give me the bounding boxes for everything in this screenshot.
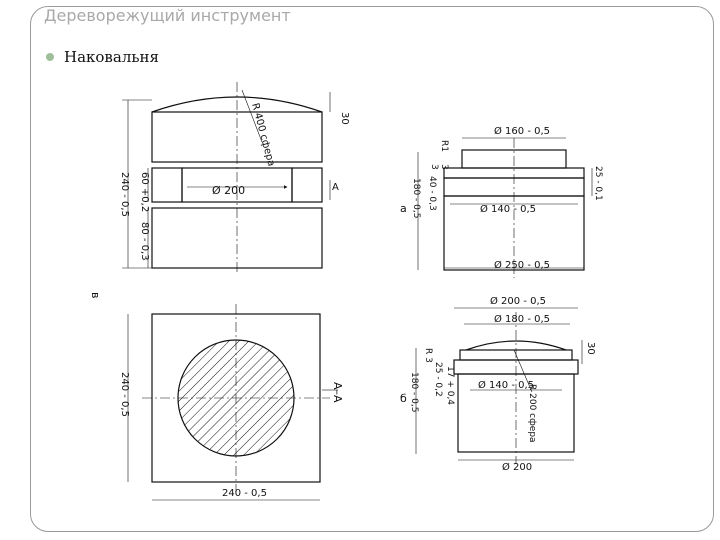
dim-d180: Ø 180 - 0,5 <box>494 313 550 325</box>
slide-frame <box>30 6 714 532</box>
dim-3b: 3 <box>439 164 449 170</box>
dim-240-side: 240 - 0,5 <box>119 372 130 417</box>
view-letter-b: б <box>400 392 407 405</box>
dim-25: 25 - 0,1 <box>593 166 603 201</box>
dim-d200-top: Ø 200 - 0,5 <box>490 295 546 307</box>
slide-title: Дереворежущий инструмент <box>44 6 291 25</box>
dim-d140-bot: Ø 140 - 0,5 <box>478 379 534 391</box>
section-label-aa: A–A <box>331 382 344 403</box>
view-letter-a: а <box>400 202 407 215</box>
section-mark-a: A <box>332 182 339 193</box>
dim-d250: Ø 250 - 0,5 <box>494 259 550 271</box>
dim-180-bot: 180 - 0,5 <box>409 372 419 412</box>
dim-40: 40 - 0,3 <box>427 176 437 211</box>
dim-d200-bot: Ø 200 <box>502 461 532 473</box>
dim-25-b: 25 - 0,2 <box>433 362 443 397</box>
dim-80-a: 80 - 0,3 <box>139 222 150 261</box>
bullet-dot-icon <box>46 53 54 61</box>
dim-d140-top: Ø 140 - 0,5 <box>480 203 536 215</box>
dim-30-b: 30 <box>585 342 596 355</box>
bullet-text: Наковальня <box>64 48 159 66</box>
dim-r1: R1 <box>439 140 449 152</box>
dim-240-a: 240 - 0,5 <box>119 172 130 217</box>
technical-drawing: 30 R 400 сфера 240 - 0,5 60 +0,2 80 - 0,… <box>82 72 622 522</box>
view-anvil-side <box>122 82 331 272</box>
dim-r3: R 3 <box>423 348 433 363</box>
dim-17: 17 + 0,4 <box>445 366 455 405</box>
view-letter-v: в <box>89 292 102 298</box>
diameter-a: Ø 200 <box>212 184 245 197</box>
dim-180-top: 180 - 0,5 <box>411 178 421 218</box>
dim-240-bottom: 240 - 0,5 <box>222 488 267 499</box>
sphere-label-b: R 200 сфера <box>527 384 537 443</box>
dim-d160: Ø 160 - 0,5 <box>494 125 550 137</box>
view-right-top <box>417 137 593 278</box>
dim-60-a: 60 +0,2 <box>139 172 150 212</box>
bullet-item: Наковальня <box>46 48 159 66</box>
dim-30-a: 30 <box>339 112 350 125</box>
view-section-aa <box>127 304 338 501</box>
dim-3a: 3 <box>429 164 439 170</box>
view-right-bottom <box>415 307 583 464</box>
